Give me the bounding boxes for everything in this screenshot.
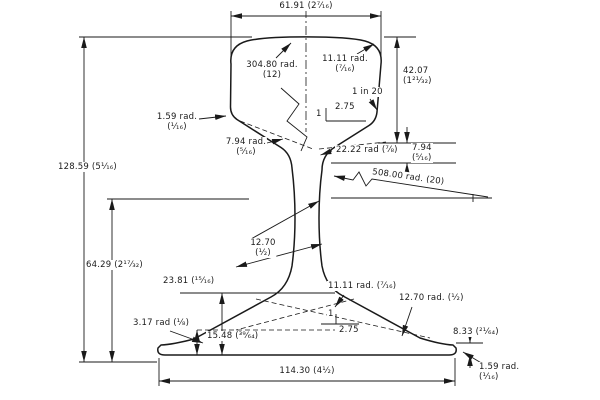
label-head-depth: 42.07 (1²¹⁄₃₂) [402,66,433,87]
dim-web-thickness [235,243,323,268]
label-underhead-radius: 7.94 rad. (⁵⁄₁₆) [224,137,268,158]
label-base-slope-run: 2.75 [338,325,360,336]
leader-head-edge-radius [198,114,227,120]
label-base-top-radius: 12.70 rad. (¹⁄₂) [398,293,465,304]
leader-web-fillet-radius [320,148,333,156]
label-base-width: 114.30 (4¹⁄₂) [278,366,336,377]
label-web-fillet-radius: 22.22 rad (⁷⁄₈) [335,145,399,156]
slope-marks-head [325,108,366,122]
leader-web-radius [333,171,489,198]
label-base-corner-radius: 1.59 rad. (¹⁄₁₆) [478,362,521,383]
label-underhead-offset: 7.94 (⁵⁄₁₆) [411,143,433,164]
leader-toe-radius [169,330,204,344]
label-toe-radius: 3.17 rad (¹⁄₈) [132,318,191,329]
label-base-edge-thickness: 8.33 (²¹⁄₆₄) [452,327,500,338]
label-web-thickness: 12.70 (¹⁄₂) [249,238,277,259]
label-base-slope-rise: 1 [327,309,335,320]
slope-marks-base [321,314,359,325]
label-head-width: 61.91 (2⁷⁄₁₆) [278,1,334,12]
dim-total-height [79,36,252,363]
label-gauge-slope: 1 in 20 [351,87,384,98]
leader-crown-radius [275,42,308,152]
label-head-slope-rise: 1 [315,109,323,120]
label-total-height: 128.59 (5¹⁄₁₆) [57,162,118,173]
label-base-slope-height: 23.81 (¹⁵⁄₁₆) [162,276,216,287]
dim-base-slope-height [180,292,335,355]
dim-head-width [230,11,382,58]
label-toe-height: 15.48 (³⁹⁄₆₄) [206,331,260,342]
leader-underhead-radius [266,138,284,145]
label-half-height: 64.29 (2¹⁷⁄₃₂) [85,260,144,271]
label-base-fillet-radius: 11.11 rad. (⁷⁄₁₆) [327,281,398,292]
label-head-corner-radius: 11.11 rad. (⁷⁄₁₆) [321,54,369,75]
label-head-slope-run: 2.75 [334,102,356,113]
label-crown-radius: 304.80 rad. (12) [245,60,299,81]
dim-half-height [107,194,492,362]
dim-head-depth [384,36,416,143]
leader-base-fillet-radius [334,294,345,308]
leader-gauge-slope [368,98,378,111]
leader-head-corner-radius [356,43,375,55]
label-head-edge-radius: 1.59 rad. (¹⁄₁₆) [155,112,199,133]
leader-base-top-radius [401,306,413,337]
dim-base-width [158,358,456,386]
